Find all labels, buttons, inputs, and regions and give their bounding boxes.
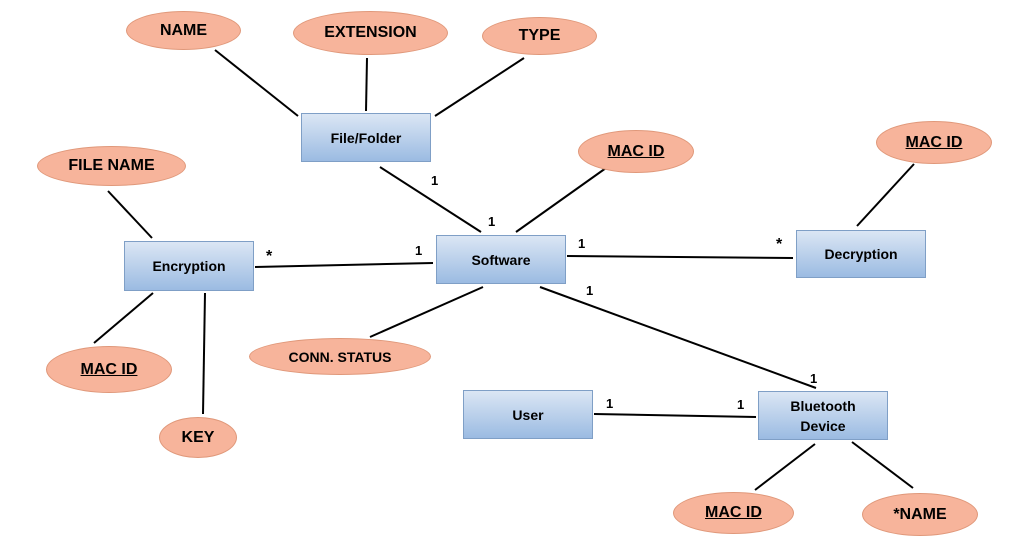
line-encryption-key	[202, 292, 206, 415]
entity-encryption-label: Encryption	[152, 258, 226, 274]
cardinality-bluetooth-top: 1	[810, 371, 818, 386]
cardinality-software-left: 1	[415, 243, 423, 258]
attribute-mac-id-bluetooth: MAC ID	[673, 492, 794, 534]
attribute-mac-id-encryption: MAC ID	[46, 346, 172, 393]
line-software-bluetooth	[539, 286, 817, 389]
entity-bluetooth-label-line2: Device	[800, 417, 846, 434]
entity-decryption-label: Decryption	[824, 246, 898, 262]
attribute-extension: EXTENSION	[293, 11, 448, 55]
cardinality-software-right: 1	[578, 236, 586, 251]
entity-bluetooth-device: Bluetooth Device	[758, 391, 888, 440]
attribute-file-name: FILE NAME	[37, 146, 186, 186]
cardinality-decryption-side: *	[776, 236, 783, 253]
line-name-file	[214, 49, 299, 117]
attribute-type: TYPE	[482, 17, 597, 55]
entity-software: Software	[436, 235, 566, 284]
entity-decryption: Decryption	[796, 230, 926, 278]
line-extension-file	[365, 57, 368, 112]
entity-encryption: Encryption	[124, 241, 254, 291]
entity-bluetooth-label-line1: Bluetooth	[790, 397, 856, 414]
line-filename-encryption	[107, 190, 153, 239]
line-software-connstatus	[369, 286, 484, 338]
line-software-decryption	[566, 255, 794, 259]
line-bluetooth-macid	[754, 443, 816, 491]
line-macid-decryption	[856, 163, 915, 227]
entity-file-folder-label: File/Folder	[330, 129, 402, 146]
line-bluetooth-name	[851, 441, 914, 489]
cardinality-file-side: 1	[431, 173, 439, 188]
attribute-conn-status: CONN. STATUS	[249, 338, 431, 375]
attribute-name: NAME	[126, 11, 241, 50]
entity-software-label: Software	[471, 251, 531, 268]
entity-file-folder: File/Folder	[301, 113, 431, 162]
attribute-star-name: *NAME	[862, 493, 978, 536]
attribute-mac-id-decryption: MAC ID	[876, 121, 992, 164]
line-encryption-macid	[93, 292, 154, 344]
line-user-bluetooth	[593, 413, 757, 418]
cardinality-software-bottom: 1	[586, 283, 594, 298]
line-encryption-software	[254, 262, 434, 268]
cardinality-software-top: 1	[488, 214, 496, 229]
entity-user: User	[463, 390, 593, 439]
line-macid-software	[515, 167, 607, 233]
attribute-key: KEY	[159, 417, 237, 458]
attribute-mac-id-software: MAC ID	[578, 130, 694, 173]
line-file-software	[379, 166, 482, 233]
cardinality-user-side: 1	[606, 396, 614, 411]
line-type-file	[434, 57, 525, 117]
cardinality-encryption-side: *	[266, 248, 273, 265]
entity-user-label: User	[512, 406, 544, 423]
cardinality-bluetooth-left: 1	[737, 397, 745, 412]
